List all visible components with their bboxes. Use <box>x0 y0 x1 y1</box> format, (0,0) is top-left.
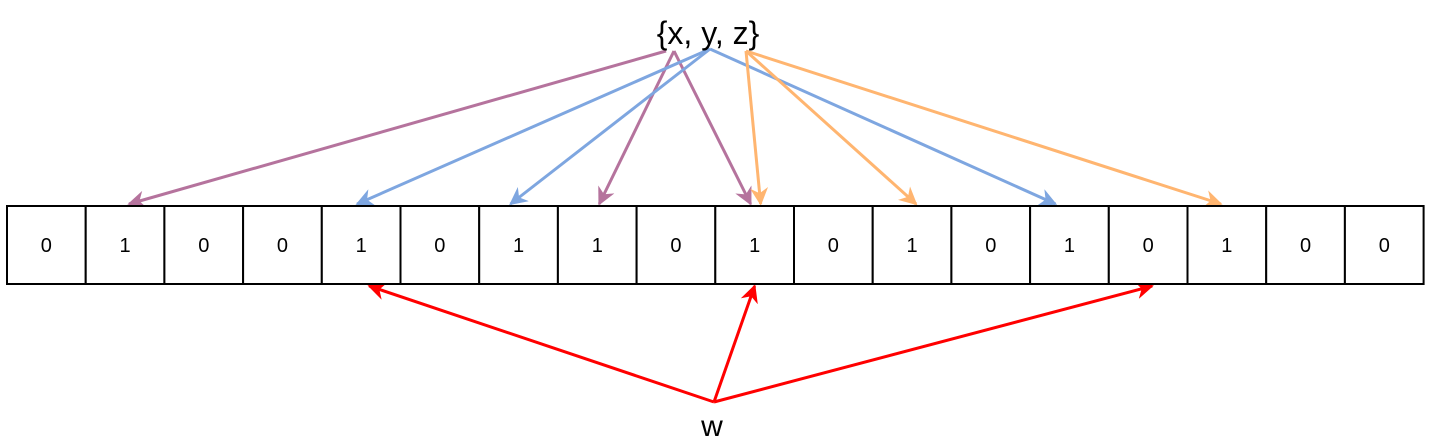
bit-cell-box <box>6 205 87 285</box>
bit-value: 0 <box>985 235 996 257</box>
bit-value: 0 <box>41 235 52 257</box>
bit-value: 1 <box>749 235 760 257</box>
bit-array: 0 1 0 0 1 0 1 1 0 1 0 1 0 1 0 1 0 0 <box>6 205 1425 285</box>
hash-arrow-z <box>745 49 1223 208</box>
bit-cell-box <box>793 205 874 285</box>
bit-cell: 1 <box>84 205 166 285</box>
bit-cell-box <box>1186 205 1268 285</box>
bit-cell: 0 <box>950 205 1032 285</box>
bit-cell: 0 <box>1107 205 1189 285</box>
bit-value: 0 <box>198 235 209 257</box>
bit-cell: 0 <box>793 205 874 285</box>
bit-cell-box <box>399 205 481 285</box>
bit-cell: 1 <box>1029 205 1110 285</box>
bit-cell: 0 <box>399 205 481 285</box>
bit-cell-box <box>950 205 1032 285</box>
bit-cell-box <box>163 205 245 285</box>
bit-value: 0 <box>1143 235 1154 257</box>
bit-value: 1 <box>592 235 603 257</box>
bit-cell-box <box>320 205 402 285</box>
bit-cell: 1 <box>320 205 402 285</box>
bit-cell: 1 <box>478 205 559 285</box>
query-label: w <box>700 410 723 443</box>
bit-cell: 0 <box>1265 205 1346 285</box>
hash-arrow-y <box>355 47 711 206</box>
bit-cell-box <box>1343 205 1425 285</box>
bit-value: 1 <box>119 235 130 257</box>
bit-cell-box <box>714 205 795 285</box>
bit-value: 0 <box>1300 235 1311 257</box>
bit-value: 0 <box>1379 235 1390 257</box>
bit-value: 1 <box>513 235 524 257</box>
bit-value: 0 <box>828 235 839 257</box>
bit-cell: 0 <box>163 205 245 285</box>
bit-cell-box <box>635 205 717 285</box>
bit-cell: 0 <box>635 205 717 285</box>
hash-arrow-w <box>712 284 758 403</box>
bit-value: 1 <box>1221 235 1232 257</box>
bit-cell: 1 <box>556 205 638 285</box>
bit-cell-box <box>1107 205 1189 285</box>
set-label: {x, y, z} <box>657 15 760 51</box>
hash-arrow-w <box>367 282 715 404</box>
bit-cell-box <box>478 205 559 285</box>
hash-arrow-x <box>672 50 752 206</box>
hash-arrow-x <box>127 49 667 209</box>
bit-cell: 0 <box>242 205 323 285</box>
hash-arrow-z <box>744 50 769 206</box>
bit-cell-box <box>1029 205 1110 285</box>
hash-arrow-z <box>744 49 918 206</box>
bit-cell-box <box>1265 205 1346 285</box>
bit-cell: 0 <box>1343 205 1425 285</box>
hash-arrows <box>127 47 1223 404</box>
bit-cell: 1 <box>714 205 795 285</box>
bit-value: 0 <box>670 235 681 257</box>
bit-value: 1 <box>1064 235 1075 257</box>
bit-value: 0 <box>277 235 288 257</box>
bit-cell-box <box>242 205 323 285</box>
bit-value: 1 <box>356 235 367 257</box>
bit-cell: 1 <box>1186 205 1268 285</box>
bit-cell: 0 <box>6 205 87 285</box>
hash-arrow-y <box>709 47 1058 206</box>
bit-cell-box <box>84 205 166 285</box>
hash-arrow-x <box>597 50 676 206</box>
hash-arrow-w <box>713 281 1154 404</box>
bit-cell: 1 <box>871 205 953 285</box>
hash-arrow-y <box>509 47 711 206</box>
bit-value: 0 <box>434 235 445 257</box>
bit-value: 1 <box>906 235 917 257</box>
